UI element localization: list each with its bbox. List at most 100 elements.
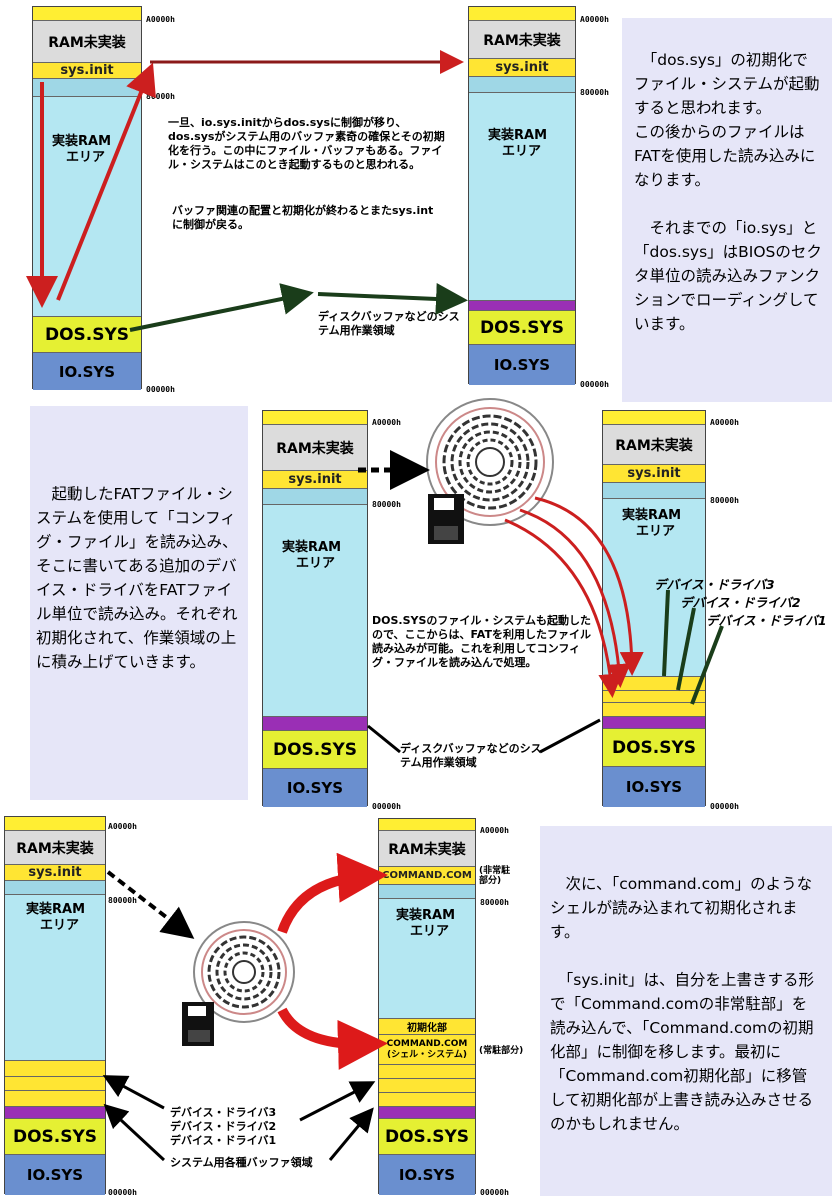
dos-sys-label: DOS.SYS <box>384 1126 470 1147</box>
work-area-block <box>5 1107 105 1119</box>
dos-sys-label: DOS.SYS <box>479 317 565 338</box>
device-driver-2-block <box>379 1079 475 1093</box>
io-sys-label: IO.SYS <box>625 778 683 796</box>
blank-block <box>379 885 475 899</box>
ram-area-label: 実装RAM エリア <box>52 134 111 166</box>
addr-80000: 80000h <box>580 88 609 97</box>
section3-driver2-label: デバイス・ドライバ2 <box>170 1120 277 1133</box>
addr-80000: 80000h <box>146 92 175 101</box>
ram-area-line1: 実装RAM <box>622 508 682 523</box>
top-block <box>379 819 475 831</box>
dos-sys-label: DOS.SYS <box>44 324 130 345</box>
command-com-shell-block: COMMAND.COM (シェル・システム) <box>379 1035 475 1065</box>
dos-sys-label: DOS.SYS <box>611 737 697 758</box>
io-sys-block: IO.SYS <box>33 353 141 390</box>
addr-a0000: A0000h <box>580 15 609 24</box>
disk-icon <box>426 398 554 526</box>
device-driver-3-label: デバイス・ドライバ3 <box>654 577 775 592</box>
device-driver-1-block <box>379 1093 475 1107</box>
ram-unmounted-label: RAM未実装 <box>615 437 693 454</box>
buffer-pointer-left <box>103 1103 166 1162</box>
sys-init-label: sys.init <box>60 63 114 78</box>
ram-area-block <box>469 93 575 301</box>
ram-unmounted-block: RAM未実装 <box>379 831 475 867</box>
work-area-block <box>263 717 367 731</box>
memory-map-1b: RAM未実装 sys.init DOS.SYS IO.SYS <box>468 6 576 385</box>
red-arrow-up <box>56 62 156 301</box>
sys-init-label: sys.init <box>288 472 342 487</box>
ram-unmounted-block: RAM未実装 <box>469 21 575 59</box>
ram-area-line2: エリア <box>502 144 542 159</box>
disk-buffer-pointer-left <box>367 724 401 754</box>
io-sys-label: IO.SYS <box>398 1166 456 1184</box>
section3-driver1-label: デバイス・ドライバ1 <box>170 1134 277 1147</box>
section2-note: DOS.SYSのファイル・システムも起動したので、ここからは、FATを利用したフ… <box>372 614 592 669</box>
ram-unmounted-label: RAM未実装 <box>276 440 354 457</box>
shell-system-label: (シェル・システム) <box>387 1049 467 1060</box>
ram-unmounted-label: RAM未実装 <box>483 32 561 49</box>
memory-map-2a: RAM未実装 sys.init DOS.SYS IO.SYS <box>262 410 368 807</box>
resident-label: (常駐部分) <box>479 1046 524 1056</box>
device-driver-2-label: デバイス・ドライバ2 <box>680 595 801 610</box>
work-area-block <box>379 1107 475 1119</box>
init-part-label: 初期化部 <box>407 1023 447 1034</box>
work-area-block <box>469 301 575 311</box>
sys-init-block: sys.init <box>33 63 141 79</box>
section1-disk-buffer-label: ディスクバッファなどのシステム用作業領域 <box>318 310 460 337</box>
work-area-block <box>603 717 705 729</box>
dos-sys-label: DOS.SYS <box>272 739 358 760</box>
ram-area-line1: 実装RAM <box>396 908 456 923</box>
addr-80000: 80000h <box>372 500 401 509</box>
blank-block <box>263 489 367 505</box>
top-block <box>263 411 367 425</box>
driver-pointer-right <box>299 1081 376 1122</box>
sys-init-label: sys.init <box>627 466 681 481</box>
command-com-label: COMMAND.COM <box>382 870 472 881</box>
ram-area-line1: 実装RAM <box>282 540 342 555</box>
io-sys-block: IO.SYS <box>379 1155 475 1195</box>
addr-a0000: A0000h <box>710 418 739 427</box>
io-sys-block: IO.SYS <box>469 345 575 385</box>
io-sys-label: IO.SYS <box>286 779 344 797</box>
big-red-arrow-down <box>277 1007 388 1070</box>
ram-unmounted-block: RAM未実装 <box>263 425 367 471</box>
io-sys-block: IO.SYS <box>603 767 705 807</box>
sys-init-label: sys.init <box>28 865 82 880</box>
ram-unmounted-label: RAM未実装 <box>16 840 94 857</box>
ram-area-block <box>263 505 367 717</box>
dos-sys-block: DOS.SYS <box>603 729 705 767</box>
non-resident-label: (非常駐部分) <box>479 866 511 886</box>
section1-note: 一旦、io.sys.initからdos.sysに制御が移り、dos.sysがシス… <box>168 116 445 171</box>
sys-init-block: sys.init <box>5 865 105 881</box>
ram-unmounted-label: RAM未実装 <box>388 841 466 858</box>
dashed-arrow <box>106 870 195 939</box>
section3-panel: 次に、「command.com」のようなシェルが読み込まれて初期化されます。 「… <box>540 826 832 1196</box>
addr-a0000: A0000h <box>480 826 509 835</box>
ram-area-line1: 実装RAM <box>26 902 86 917</box>
ram-area-label: 実装RAM エリア <box>26 902 85 934</box>
addr-a0000: A0000h <box>146 15 175 24</box>
addr-00000: 00000h <box>108 1188 137 1197</box>
io-sys-label: IO.SYS <box>58 362 116 381</box>
section3-driver3-label: デバイス・ドライバ3 <box>170 1106 277 1119</box>
sys-init-block: sys.init <box>469 59 575 77</box>
ram-area-line2: エリア <box>636 524 676 539</box>
dos-sys-block: DOS.SYS <box>33 317 141 353</box>
dos-sys-label: DOS.SYS <box>12 1126 98 1147</box>
command-com-block: COMMAND.COM <box>379 867 475 885</box>
device-driver-1-block <box>5 1091 105 1107</box>
red-arrow-curve-3 <box>534 496 644 676</box>
section1-note2: バッファ関連の配置と初期化が終わるとまたsys.intに制御が戻る。 <box>172 204 434 231</box>
io-sys-label: IO.SYS <box>493 356 551 374</box>
section2-panel: 起動したFATファイル・システムを使用して「コンフィグ・ファイル」を読み込み、そ… <box>30 406 248 800</box>
driver3-pointer <box>662 589 670 677</box>
memory-map-3a: RAM未実装 sys.init DOS.SYS IO.SYS <box>4 816 106 1195</box>
section2-panel-text: 起動したFATファイル・システムを使用して「コンフィグ・ファイル」を読み込み、そ… <box>36 485 238 671</box>
addr-a0000: A0000h <box>108 822 137 831</box>
dos-sys-block: DOS.SYS <box>263 731 367 769</box>
io-sys-block: IO.SYS <box>5 1155 105 1195</box>
memory-map-3b: RAM未実装 COMMAND.COM 初期化部 COMMAND.COM (シェル… <box>378 818 476 1195</box>
blank-block <box>5 881 105 895</box>
ram-unmounted-label: RAM未実装 <box>48 34 126 51</box>
section1-panel-text: 「dos.sys」の初期化でファイル・システムが起動すると思われます。 この後か… <box>634 51 822 333</box>
